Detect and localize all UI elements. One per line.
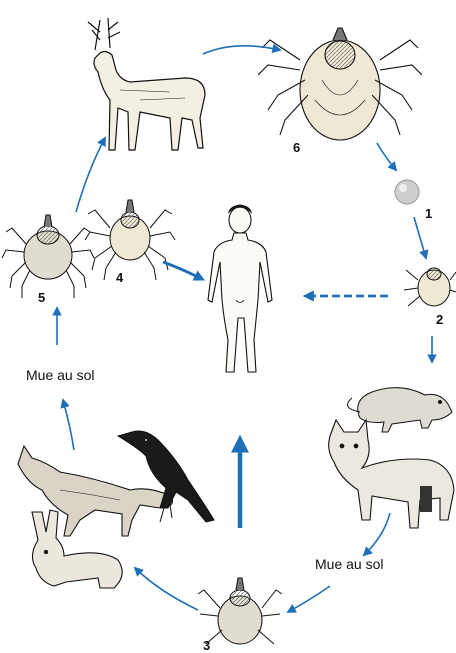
adult-tick-illustration	[2, 215, 94, 298]
molt-label-left: Mue au sol	[26, 367, 94, 383]
cat-illustration	[329, 420, 454, 528]
stage-label-4: 4	[116, 270, 123, 285]
nymph-tick-illustration	[85, 200, 175, 280]
stage-label-6: 6	[293, 140, 300, 155]
egg-illustration	[395, 180, 419, 204]
larva-tick-illustration	[404, 268, 456, 306]
stage-label-5: 5	[38, 290, 45, 305]
arrow-deer-to-adult	[203, 46, 280, 54]
arrow-fox-to-molt	[63, 400, 74, 450]
molt-label-right: Mue au sol	[315, 556, 383, 572]
adult-engorged-tick-illustration	[258, 28, 422, 140]
deer-illustration	[88, 18, 205, 150]
nymph-tick-bottom-illustration	[198, 578, 282, 644]
human-illustration	[208, 205, 272, 372]
arrow-egg-to-larva	[414, 217, 426, 258]
arrow-nymph-to-human	[163, 262, 202, 279]
arrow-adult-to-egg	[377, 143, 396, 170]
stage-label-2: 2	[436, 312, 443, 327]
arrow-molt-to-tick3	[288, 586, 330, 612]
arrow-tick5-to-deer	[76, 138, 105, 212]
stage-label-1: 1	[425, 206, 432, 221]
stage-label-3: 3	[203, 638, 210, 653]
arrow-tick3-to-hare	[135, 568, 198, 610]
